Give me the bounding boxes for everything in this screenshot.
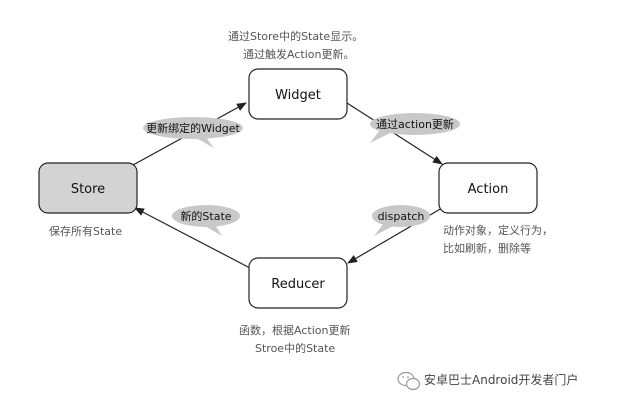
watermark: 安卓巴士Android开发者门户 — [397, 371, 578, 391]
widget-label: Widget — [275, 88, 321, 103]
action-node: Action — [438, 162, 538, 214]
bubble-store-to-widget: 更新绑定的Widget — [143, 117, 243, 148]
reducer-label: Reducer — [271, 277, 325, 292]
reducer-node: Reducer — [248, 257, 348, 309]
arrow-reducer-to-store — [134, 207, 251, 269]
edge-label-reducer-to-store: 新的State — [180, 209, 231, 223]
reducer-note-line-1: 函数，根据Action更新 — [239, 323, 350, 337]
watermark-text: 安卓巴士Android开发者门户 — [424, 372, 578, 387]
action-note-line-1: 动作对象，定义行为， — [443, 223, 553, 237]
widget-node: Widget — [248, 68, 348, 120]
bubble-reducer-to-store: 新的State — [172, 205, 240, 236]
edge-label-widget-to-action: 通过action更新 — [376, 117, 454, 131]
edge-label-store-to-widget: 更新绑定的Widget — [146, 121, 240, 135]
store-note: 保存所有State — [49, 224, 122, 238]
action-note-line-2: 比如刷新，删除等 — [443, 241, 531, 255]
bubble-widget-to-action: 通过action更新 — [370, 113, 460, 143]
wechat-icon — [397, 371, 421, 391]
reducer-note-line-2: Stroe中的State — [255, 341, 335, 355]
widget-note-line-1: 通过Store中的State显示。 — [228, 29, 363, 43]
action-label: Action — [468, 182, 509, 197]
store-node: Store — [38, 162, 138, 214]
widget-note-line-2: 通过触发Action更新。 — [243, 47, 354, 61]
store-label: Store — [71, 182, 105, 197]
bubble-action-to-reducer: dispatch — [372, 205, 430, 236]
edge-label-action-to-reducer: dispatch — [378, 210, 425, 223]
